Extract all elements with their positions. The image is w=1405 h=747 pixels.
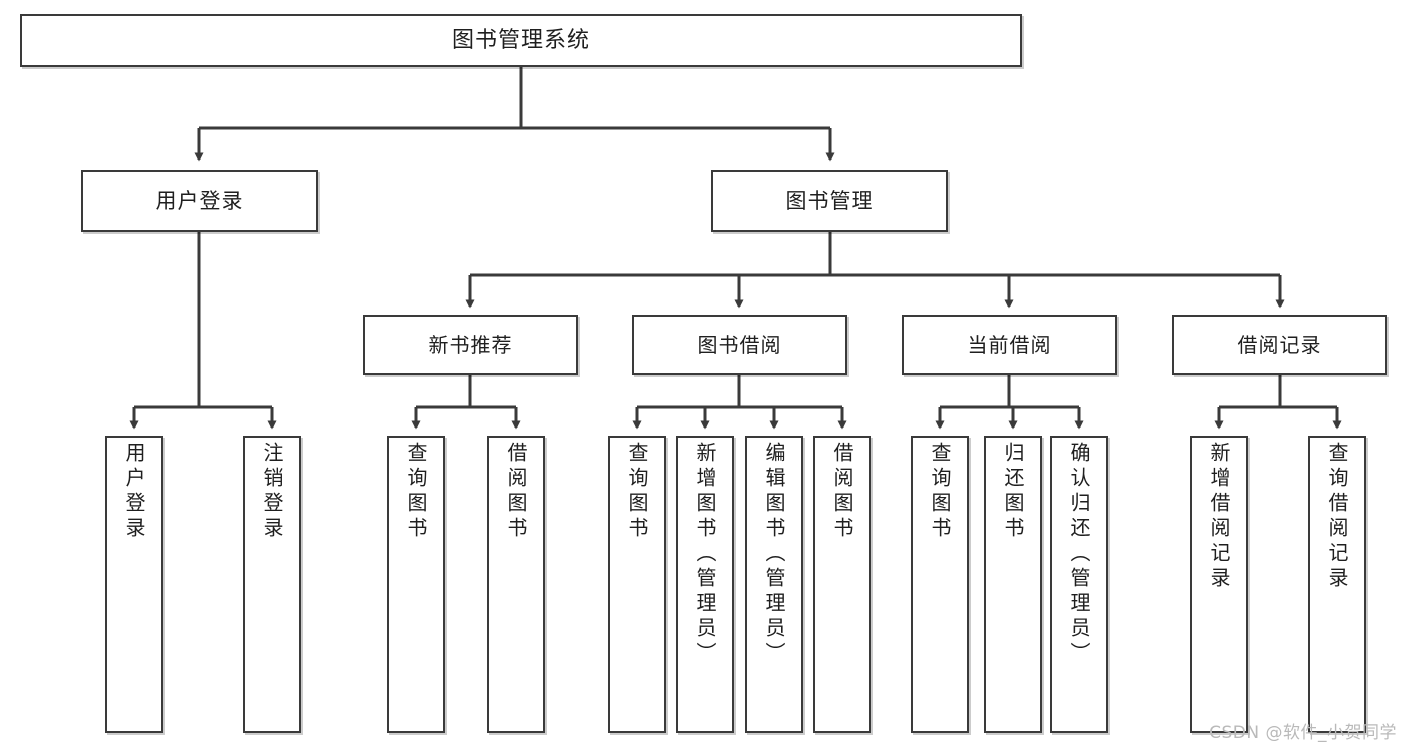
leaf-query-books-current[interactable]: 查询图书 — [911, 436, 969, 733]
connector-borrow-to-leaves — [632, 375, 847, 430]
leaf-borrow-books-newbooks[interactable]: 借阅图书 — [487, 436, 545, 733]
node-label: 新增图书（管理员） — [693, 442, 717, 667]
connector-newbooks-to-leaves — [411, 375, 521, 430]
node-label: 查询图书 — [928, 442, 952, 542]
node-label: 借阅图书 — [504, 442, 528, 542]
connector-current-to-leaves — [935, 375, 1084, 430]
connector-userlogin-to-leaves — [129, 232, 277, 430]
leaf-add-borrow-record[interactable]: 新增借阅记录 — [1190, 436, 1248, 733]
node-label: 归还图书 — [1001, 442, 1025, 542]
node-label: 编辑图书（管理员） — [762, 442, 786, 667]
leaf-return-books[interactable]: 归还图书 — [984, 436, 1042, 733]
leaf-edit-book-admin[interactable]: 编辑图书（管理员） — [745, 436, 803, 733]
node-label: 查询图书 — [625, 442, 649, 542]
leaf-query-books-borrow[interactable]: 查询图书 — [608, 436, 666, 733]
node-label: 图书管理 — [785, 188, 874, 213]
connector-root-to-level2 — [194, 67, 835, 162]
node-root-system[interactable]: 图书管理系统 — [20, 14, 1022, 67]
connector-bookmgmt-to-level3 — [465, 232, 1285, 309]
connector-records-to-leaves — [1214, 375, 1342, 430]
node-label: 新增借阅记录 — [1207, 442, 1231, 592]
node-label: 借阅图书 — [830, 442, 854, 542]
node-label: 查询图书 — [404, 442, 428, 542]
node-label: 借阅记录 — [1237, 332, 1322, 357]
node-label: 查询借阅记录 — [1325, 442, 1349, 592]
leaf-query-borrow-record[interactable]: 查询借阅记录 — [1308, 436, 1366, 733]
leaf-borrow-books[interactable]: 借阅图书 — [813, 436, 871, 733]
node-label: 确认归还（管理员） — [1067, 442, 1091, 667]
leaf-user-login[interactable]: 用户登录 — [105, 436, 163, 733]
node-current-borrow[interactable]: 当前借阅 — [902, 315, 1117, 375]
node-label: 用户登录 — [122, 442, 146, 542]
leaf-user-logout[interactable]: 注销登录 — [243, 436, 301, 733]
node-new-book-recommend[interactable]: 新书推荐 — [363, 315, 578, 375]
node-label: 新书推荐 — [428, 332, 513, 357]
node-label: 图书管理系统 — [451, 27, 590, 53]
node-label: 用户登录 — [155, 188, 244, 213]
leaf-add-book-admin[interactable]: 新增图书（管理员） — [676, 436, 734, 733]
node-label: 注销登录 — [260, 442, 284, 542]
node-label: 当前借阅 — [967, 332, 1052, 357]
leaf-query-books-newbooks[interactable]: 查询图书 — [387, 436, 445, 733]
node-user-login[interactable]: 用户登录 — [81, 170, 318, 232]
node-label: 图书借阅 — [697, 332, 782, 357]
leaf-confirm-return-admin[interactable]: 确认归还（管理员） — [1050, 436, 1108, 733]
watermark: CSDN @软件_小贺同学 — [1209, 723, 1397, 743]
node-borrow-records[interactable]: 借阅记录 — [1172, 315, 1387, 375]
node-book-management[interactable]: 图书管理 — [711, 170, 948, 232]
node-book-borrow[interactable]: 图书借阅 — [632, 315, 847, 375]
